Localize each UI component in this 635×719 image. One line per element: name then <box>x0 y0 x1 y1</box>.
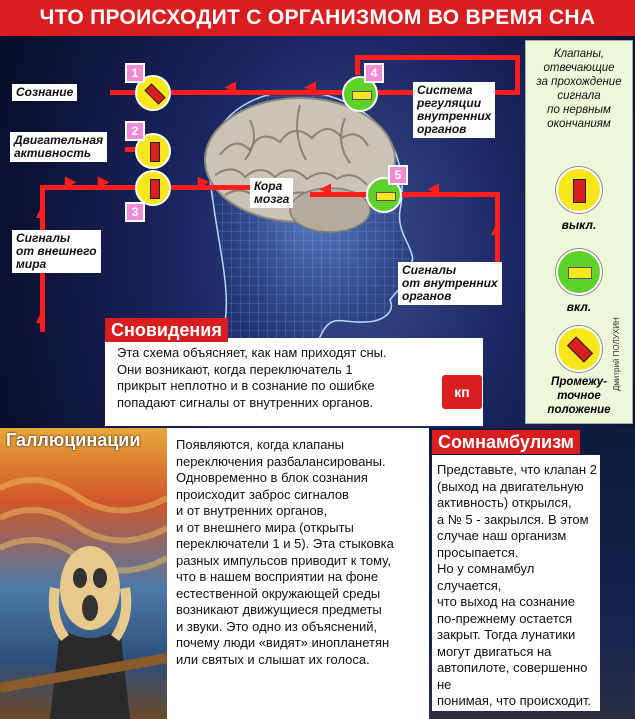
arrow-up-icon: ▲ <box>488 222 502 238</box>
page-title: ЧТО ПРОИСХОДИТ С ОРГАНИЗМОМ ВО ВРЕМЯ СНА <box>0 0 635 36</box>
switch-number-5: 5 <box>388 165 408 185</box>
wire-internal <box>310 192 500 197</box>
valve-3 <box>135 170 171 206</box>
label-motor: Двигательная активность <box>10 132 108 162</box>
legend-off-icon <box>556 167 602 213</box>
hallucinations-heading: Галлюцинации <box>6 430 141 450</box>
wire-consciousness <box>110 90 520 95</box>
arrow-left-icon: ◀ <box>320 180 331 196</box>
legend-panel: Клапаны, отвечающие за прохождение сигна… <box>525 40 633 424</box>
wire-top <box>360 55 520 60</box>
hallucinations-panel <box>167 428 429 719</box>
dreams-text: Эта схема объясняет, как нам приходят сн… <box>117 345 387 410</box>
legend-on-label: вкл. <box>566 300 592 314</box>
kp-logo: кп <box>442 375 482 409</box>
arrow-up-icon: ▲ <box>33 310 47 326</box>
legend-heading: Клапаны, отвечающие за прохождение сигна… <box>536 48 622 130</box>
wire-to-valve4 <box>355 55 360 75</box>
arrow-left-icon: ◀ <box>305 78 316 94</box>
arrow-right-icon: ▶ <box>198 173 209 189</box>
switch-number-4: 4 <box>364 63 384 83</box>
somnambulism-heading: Сомнамбулизм <box>432 430 581 454</box>
label-cortex: Кора мозга <box>250 178 294 208</box>
dreams-panel <box>105 338 483 426</box>
label-external: Сигналы от внешнего мира <box>12 230 101 273</box>
scream-painting-image <box>0 428 169 719</box>
legend-mid-label: Промежу- точное положение <box>547 376 611 416</box>
author-credit: Дмитрий ПОЛУХИН <box>612 317 621 391</box>
arrow-up-icon: ▲ <box>33 205 47 221</box>
label-regulation: Система регуляции внутренних органов <box>413 82 496 138</box>
hallucinations-text: Появляются, когда клапаны переключения р… <box>176 437 394 667</box>
dreams-heading: Сновидения <box>105 318 228 342</box>
switch-number-1: 1 <box>125 63 145 83</box>
legend-mid-icon <box>556 326 602 372</box>
arrow-right-icon: ▶ <box>98 173 109 189</box>
wire-top-right <box>515 55 520 95</box>
switch-number-3: 3 <box>125 202 145 222</box>
legend-off-label: выкл. <box>561 218 597 232</box>
somnambulism-text: Представьте, что клапан 2 (выход на двиг… <box>437 462 597 708</box>
label-consciousness: Сознание <box>12 84 78 101</box>
label-internal: Сигналы от внутренних органов <box>398 262 502 305</box>
somnambulism-panel <box>432 455 600 711</box>
wire-internal-vertical <box>495 192 500 262</box>
legend-on-icon <box>556 249 602 295</box>
arrow-left-icon: ◀ <box>225 78 236 94</box>
arrow-left-icon: ◀ <box>428 180 439 196</box>
switch-number-2: 2 <box>125 121 145 141</box>
arrow-right-icon: ▶ <box>65 173 76 189</box>
